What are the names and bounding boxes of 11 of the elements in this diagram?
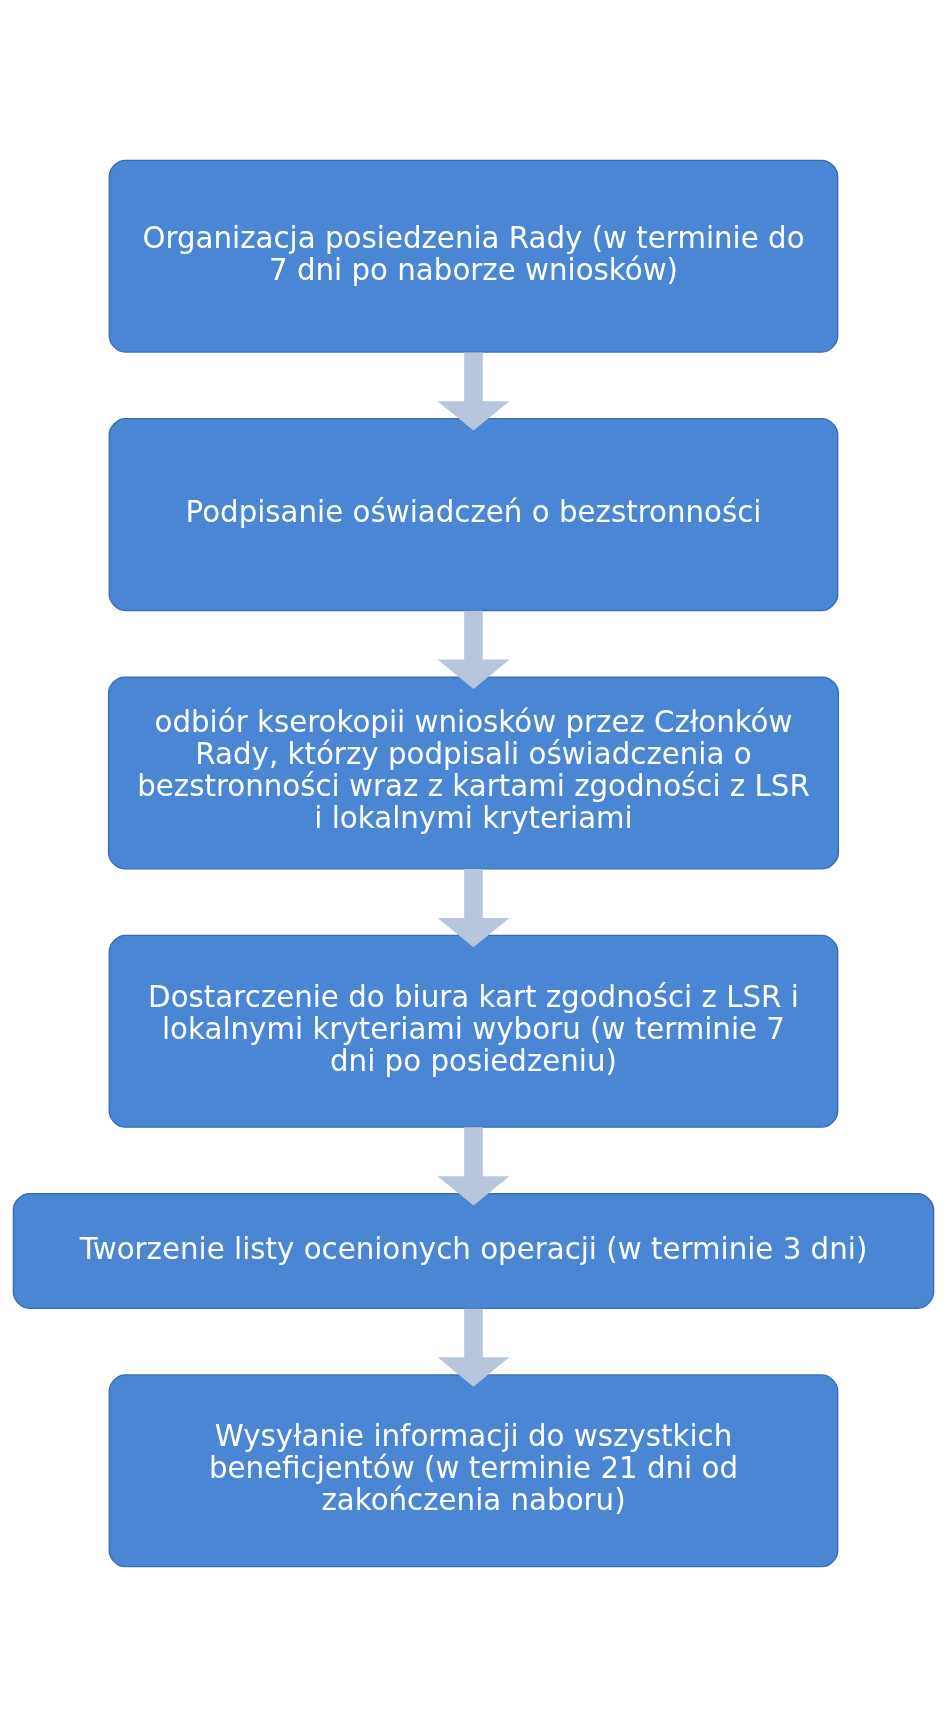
node-box: Wysyłanie informacji do wszystkich beneficjentów (w terminie 21 dni od zakończenia naboru)	[108, 1373, 839, 1567]
node-box: Dostarczenie do biura kart zgodności z LSR i lokalnymi kryteriami wyboru (w terminie 7 dni po posiedzeniu)	[108, 934, 839, 1128]
arrow	[437, 351, 510, 431]
node-box: Organizacja posiedzenia Rady (w terminie do 7 dni po naborze wniosków)	[108, 159, 839, 353]
node-box: Tworzenie listy ocenionych operacji (w terminie 3 dni)	[12, 1192, 935, 1309]
arrow	[437, 1126, 510, 1206]
arrow	[437, 868, 510, 947]
arrow	[437, 1308, 510, 1387]
node-box: odbiór kserokopii wniosków przez Członków Rady, którzy podpisali oświadczenia o bezstronności wraz z kartami zgodności z LSR i lokalnymi kryteriami	[107, 675, 840, 869]
node-box: Podpisanie oświadczeń o bezstronności	[108, 417, 839, 611]
arrow	[437, 610, 510, 689]
